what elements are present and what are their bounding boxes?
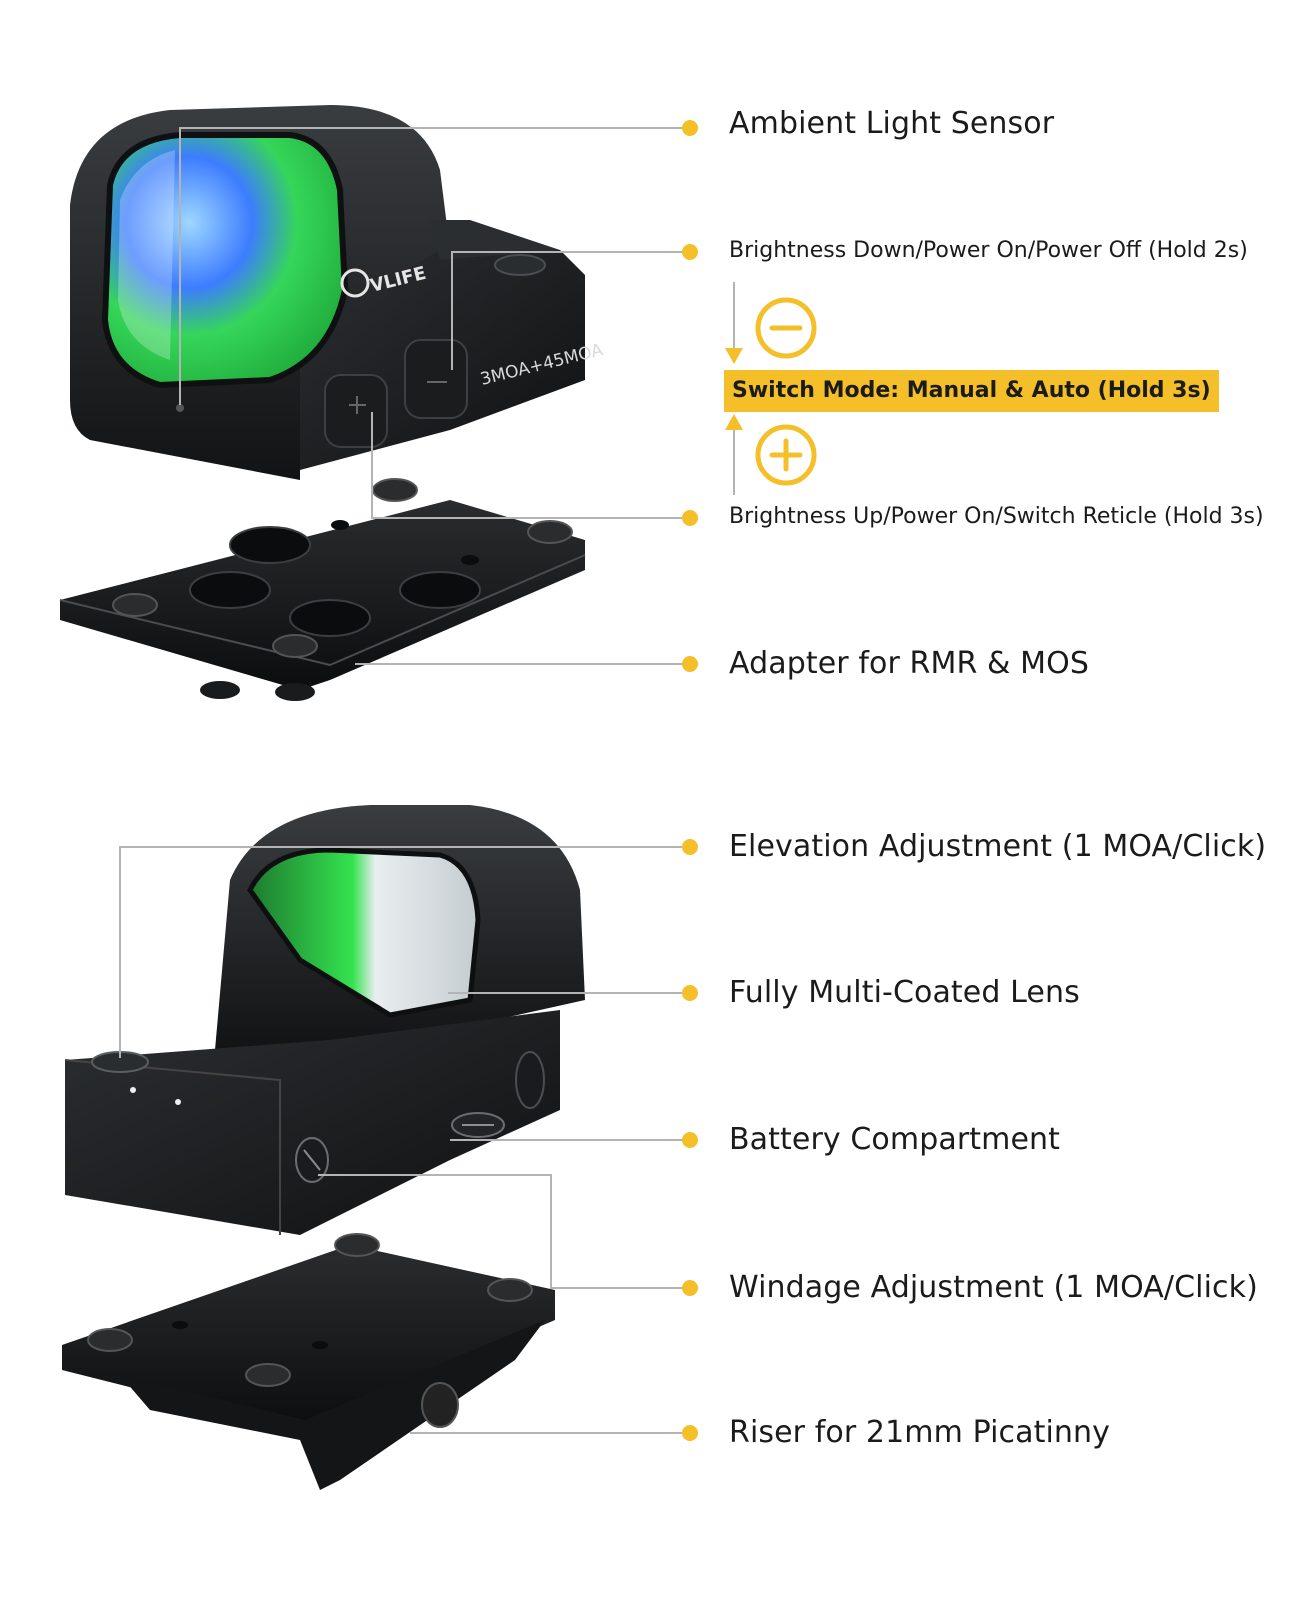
- mode-arrows: [725, 282, 743, 495]
- leader-lines: [119, 127, 690, 1434]
- callout-brightness-down: Brightness Down/Power On/Power Off (Hold…: [729, 238, 1248, 263]
- callout-windage: Windage Adjustment (1 MOA/Click): [729, 1270, 1258, 1305]
- minus-circle-icon: [755, 297, 817, 359]
- callout-adapter: Adapter for RMR & MOS: [729, 646, 1090, 681]
- callout-elevation: Elevation Adjustment (1 MOA/Click): [729, 829, 1267, 864]
- picatinny-riser: [62, 1233, 555, 1490]
- plus-circle-icon: [755, 424, 817, 486]
- callout-battery: Battery Compartment: [729, 1122, 1060, 1157]
- callout-lens: Fully Multi-Coated Lens: [729, 975, 1080, 1010]
- callout-brightness-up: Brightness Up/Power On/Switch Reticle (H…: [729, 504, 1264, 529]
- red-dot-sight-rear: [64, 805, 585, 1235]
- callout-riser: Riser for 21mm Picatinny: [729, 1415, 1111, 1450]
- callout-dots: [682, 120, 698, 1441]
- callout-ambient-light-sensor: Ambient Light Sensor: [729, 106, 1055, 141]
- callout-switch-mode: Switch Mode: Manual & Auto (Hold 3s): [724, 370, 1219, 412]
- red-dot-sight-front: VLIFE 3MOA+45MOA: [70, 105, 605, 480]
- rmr-mos-adapter-plate: [59, 478, 586, 701]
